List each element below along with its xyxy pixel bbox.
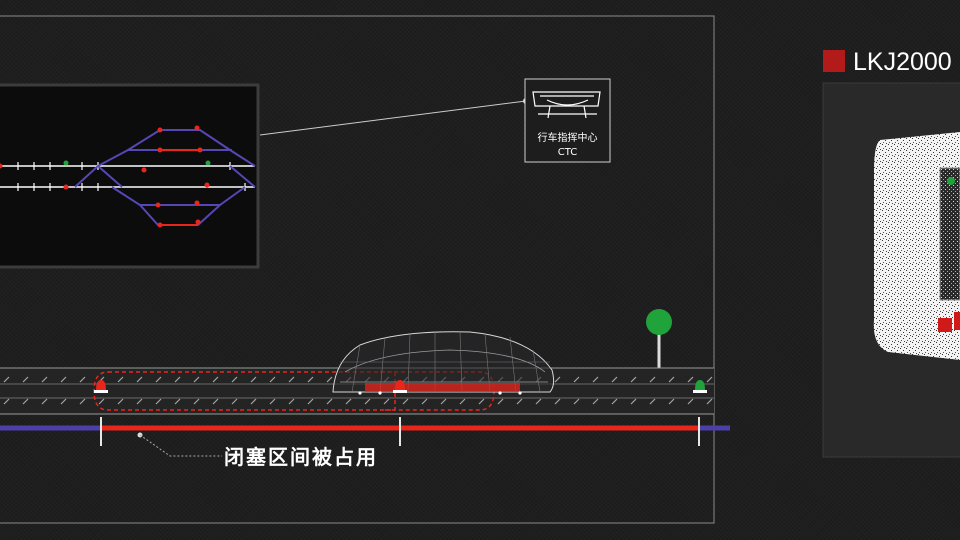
lkj-title: LKJ2000 bbox=[853, 48, 952, 76]
connector-line bbox=[260, 101, 526, 135]
train-wireframe bbox=[333, 332, 554, 395]
lkj-red-button-2 bbox=[954, 312, 960, 330]
station-layout-panel bbox=[0, 85, 258, 267]
block-section-bar bbox=[0, 417, 730, 446]
green-signal bbox=[646, 309, 672, 368]
status-label: 闭塞区间被占用 bbox=[224, 445, 378, 469]
lkj-title-marker bbox=[823, 50, 845, 72]
ctc-box: 行车指挥中心 CTC bbox=[525, 79, 610, 162]
status-callout bbox=[138, 433, 223, 457]
lkj-device-screen bbox=[940, 168, 960, 300]
lkj-green-indicator bbox=[947, 177, 955, 185]
lkj-red-button bbox=[938, 318, 952, 332]
lkj-device-panel bbox=[823, 83, 960, 457]
ctc-code: CTC bbox=[558, 147, 578, 158]
ctc-title: 行车指挥中心 bbox=[538, 131, 598, 144]
